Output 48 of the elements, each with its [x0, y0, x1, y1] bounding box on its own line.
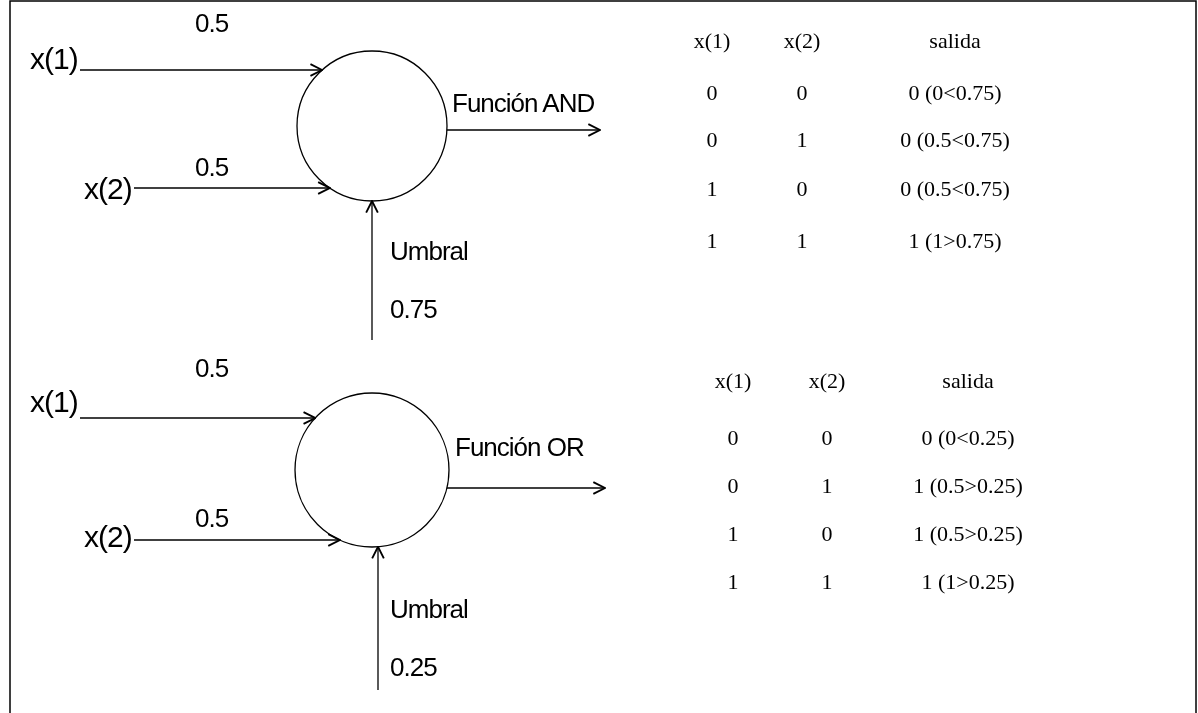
edge-label: Umbral 0.75 — [390, 235, 469, 326]
input-label: x(2) — [84, 520, 132, 554]
table-value: 1 — [795, 228, 809, 254]
table-value: 0 — [726, 425, 740, 451]
table-value: 0 — [795, 176, 809, 202]
input-label: x(1) — [30, 385, 78, 419]
table-value: 0 (0.5<0.75) — [899, 127, 1011, 153]
edge-label: Función OR — [455, 432, 585, 463]
table-value: 1 — [705, 176, 719, 202]
arrow — [79, 411, 317, 425]
table-value: 1 — [705, 228, 719, 254]
arrow — [365, 200, 379, 341]
arrow — [371, 545, 385, 691]
arrow — [79, 63, 324, 77]
edge-label: 0.5 — [195, 503, 230, 534]
table-value: 0 — [820, 425, 834, 451]
column-header: salida — [928, 28, 982, 54]
arrow — [446, 481, 606, 495]
table-value: 0 — [795, 80, 809, 106]
edge-label: 0.5 — [195, 8, 230, 39]
table-value: 0 (0<0.75) — [907, 80, 1003, 106]
neuron-circle — [296, 50, 448, 202]
table-value: 0 — [705, 127, 719, 153]
neuron-circle — [294, 392, 450, 548]
arrow — [133, 181, 331, 195]
input-label: x(1) — [30, 42, 78, 76]
edge-label: 0.5 — [195, 152, 230, 183]
table-value: 1 — [795, 127, 809, 153]
table-value: 1 — [820, 569, 834, 595]
edge-label: 0.5 — [195, 353, 230, 384]
edge-label: Función AND — [452, 88, 596, 119]
arrow — [133, 533, 341, 547]
table-value: 0 (0<0.25) — [920, 425, 1016, 451]
table-value: 1 (0.5>0.25) — [912, 521, 1024, 547]
table-value: 1 — [726, 521, 740, 547]
input-label: x(2) — [84, 172, 132, 206]
arrow — [446, 123, 601, 137]
table-value: 1 — [726, 569, 740, 595]
table-value: 1 (1>0.25) — [920, 569, 1016, 595]
table-value: 1 (0.5>0.25) — [912, 473, 1024, 499]
table-value: 0 — [726, 473, 740, 499]
table-value: 0 — [820, 521, 834, 547]
column-header: salida — [941, 368, 995, 394]
table-value: 1 (1>0.75) — [907, 228, 1003, 254]
edge-label: Umbral 0.25 — [390, 593, 469, 684]
table-value: 0 (0.5<0.75) — [899, 176, 1011, 202]
table-value: 1 — [820, 473, 834, 499]
table-value: 0 — [705, 80, 719, 106]
